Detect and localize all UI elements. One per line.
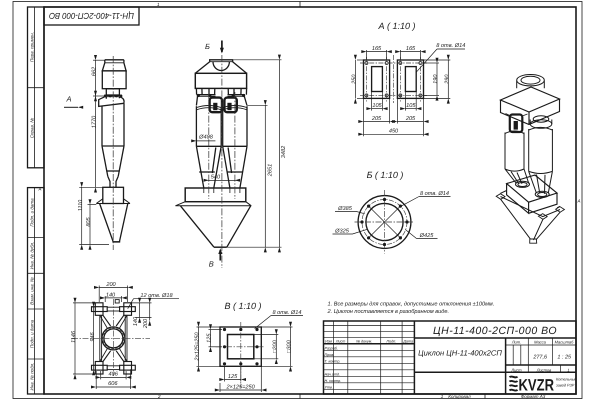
svg-text:завод РЗР: завод РЗР xyxy=(555,384,575,388)
svg-text:190: 190 xyxy=(433,74,439,84)
svg-text:277,6: 277,6 xyxy=(532,355,548,361)
svg-text:1770: 1770 xyxy=(92,115,98,128)
svg-text:8 отв. Ø14: 8 отв. Ø14 xyxy=(436,43,465,49)
svg-text:1: 1 xyxy=(441,394,444,399)
svg-text:Б: Б xyxy=(205,42,210,51)
svg-text:1: 1 xyxy=(157,2,160,7)
svg-text:Инв. № подл.: Инв. № подл. xyxy=(30,363,35,391)
svg-text:ЦН-11-400-2СП-000 ВО: ЦН-11-400-2СП-000 ВО xyxy=(433,325,557,337)
svg-text:125: 125 xyxy=(207,333,213,343)
svg-text:ЦН-11-400-2СП-000 ВО: ЦН-11-400-2СП-000 ВО xyxy=(49,11,134,21)
svg-text:250: 250 xyxy=(352,74,358,85)
svg-text:Т. контр.: Т. контр. xyxy=(325,359,341,363)
svg-text:Лит.: Лит. xyxy=(511,340,521,345)
svg-text:Перв. примен.: Перв. примен. xyxy=(30,32,35,62)
svg-text:12 отв. Ø18: 12 отв. Ø18 xyxy=(140,293,173,299)
svg-text:Ø385: Ø385 xyxy=(337,206,353,212)
svg-text:1146: 1146 xyxy=(71,330,77,343)
svg-text:Формат А3: Формат А3 xyxy=(521,394,546,399)
svg-text:2×125=250: 2×125=250 xyxy=(195,331,201,361)
svg-text:KVZR: KVZR xyxy=(519,377,555,395)
svg-text:8 отв. Ø14: 8 отв. Ø14 xyxy=(272,310,301,316)
svg-text:А: А xyxy=(66,95,72,104)
svg-text:205: 205 xyxy=(405,116,416,122)
svg-text:Утв.: Утв. xyxy=(325,385,333,389)
svg-text:А: А xyxy=(577,199,581,204)
svg-text:125: 125 xyxy=(228,374,238,380)
svg-text:Масштаб: Масштаб xyxy=(555,340,574,345)
svg-text:140: 140 xyxy=(106,292,116,298)
svg-text:Подп.: Подп. xyxy=(386,340,396,344)
svg-text:Котельный: Котельный xyxy=(556,378,578,382)
svg-text:105: 105 xyxy=(372,103,382,109)
svg-text:662: 662 xyxy=(92,66,98,76)
svg-text:Лист: Лист xyxy=(335,340,346,344)
svg-text:Нач.отд.: Нач.отд. xyxy=(325,372,341,376)
svg-text:2×125=250: 2×125=250 xyxy=(225,384,255,390)
svg-text:Подп. и дата: Подп. и дата xyxy=(30,198,35,227)
svg-text:Копировал: Копировал xyxy=(448,394,471,399)
svg-text:165: 165 xyxy=(406,46,416,52)
svg-text:А: А xyxy=(38,187,42,192)
svg-text:805: 805 xyxy=(86,216,92,226)
svg-text:□200: □200 xyxy=(272,339,278,353)
svg-text:205: 205 xyxy=(371,116,382,122)
svg-text:Пров.: Пров. xyxy=(325,353,335,357)
svg-text:540: 540 xyxy=(211,175,221,181)
svg-text:□300: □300 xyxy=(287,339,293,353)
svg-text:В: В xyxy=(209,260,214,269)
svg-text:200: 200 xyxy=(105,282,116,288)
svg-text:200: 200 xyxy=(143,318,149,329)
svg-text:1. Все размеры для справок, до: 1. Все размеры для справок, допустимые о… xyxy=(328,300,495,307)
svg-text:А ( 1:10 ): А ( 1:10 ) xyxy=(377,21,415,31)
svg-text:Изм: Изм xyxy=(325,340,332,344)
svg-text:2651: 2651 xyxy=(267,164,273,177)
svg-text:946: 946 xyxy=(90,331,96,341)
svg-text:Разраб.: Разраб. xyxy=(325,346,338,350)
svg-text:606: 606 xyxy=(108,381,118,387)
svg-text:Листов: Листов xyxy=(536,367,552,372)
svg-text:2. Циклон поставляется в разоб: 2. Циклон поставляется в разобранном вид… xyxy=(327,308,450,315)
svg-text:Б ( 1:10 ): Б ( 1:10 ) xyxy=(367,170,404,180)
svg-text:1: 1 xyxy=(567,367,569,372)
svg-text:Справ. №: Справ. № xyxy=(30,118,35,139)
svg-text:Дата: Дата xyxy=(402,340,413,344)
svg-text:№ докум.: № докум. xyxy=(356,340,372,344)
svg-text:140: 140 xyxy=(133,316,139,326)
svg-text:450: 450 xyxy=(389,129,399,135)
svg-text:Циклон ЦН-11-400х2СП: Циклон ЦН-11-400х2СП xyxy=(418,349,502,358)
svg-text:Ø408: Ø408 xyxy=(198,135,214,141)
svg-text:290: 290 xyxy=(445,74,451,85)
svg-text:Лист: Лист xyxy=(510,367,522,372)
svg-text:165: 165 xyxy=(372,46,382,52)
svg-text:105: 105 xyxy=(406,103,416,109)
svg-text:Взам. инв. №: Взам. инв. № xyxy=(30,277,35,305)
svg-text:8 отв. Ø14: 8 отв. Ø14 xyxy=(420,191,449,197)
svg-text:В ( 1:10 ): В ( 1:10 ) xyxy=(224,301,261,311)
svg-text:Н. контр.: Н. контр. xyxy=(325,379,342,383)
svg-text:Масса: Масса xyxy=(534,340,547,345)
svg-text:1 : 25: 1 : 25 xyxy=(557,355,572,361)
svg-text:406: 406 xyxy=(109,372,119,378)
svg-text:2: 2 xyxy=(157,394,161,399)
svg-text:Подп. и дата: Подп. и дата xyxy=(30,319,35,348)
svg-text:Ø425: Ø425 xyxy=(419,233,435,239)
svg-text:3482: 3482 xyxy=(281,145,287,158)
svg-text:1110: 1110 xyxy=(78,199,84,212)
svg-text:Ø325: Ø325 xyxy=(334,229,350,235)
svg-text:Инв. № дубл.: Инв. № дубл. xyxy=(30,242,35,270)
